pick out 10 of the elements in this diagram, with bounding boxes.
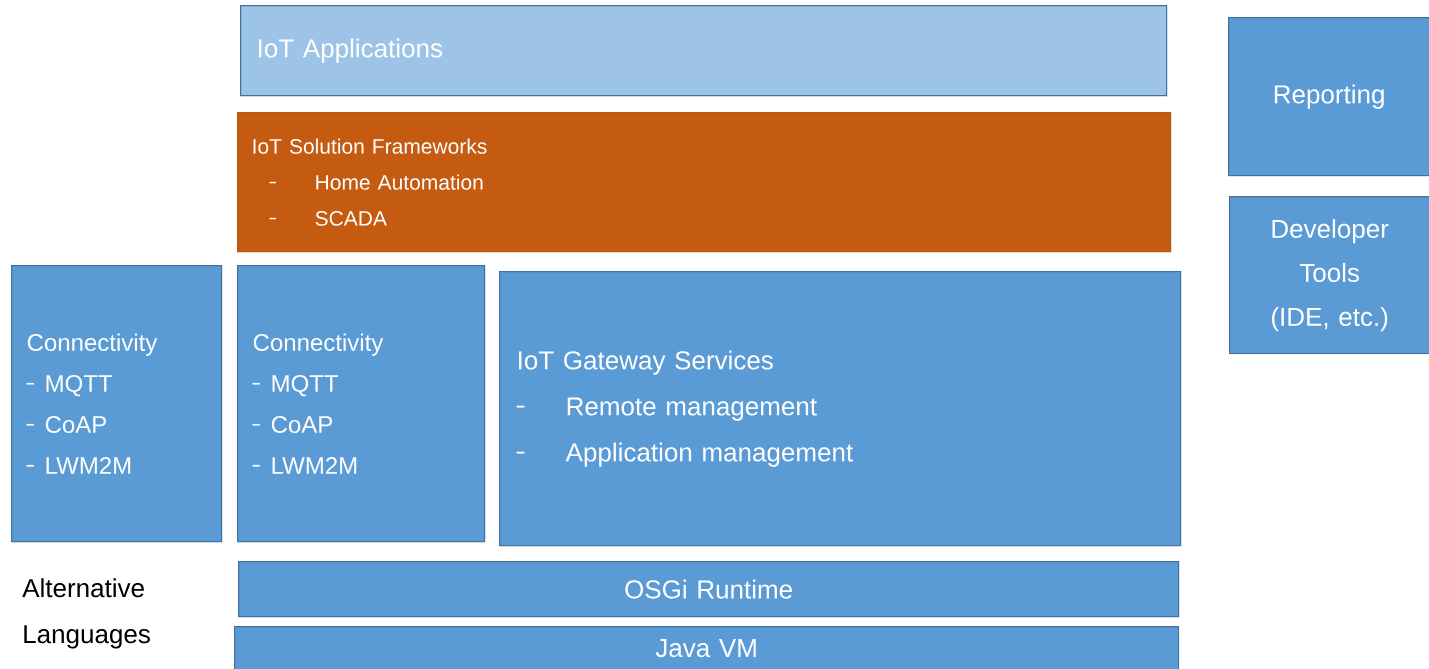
layer-box: OSGi Runtime [238, 561, 1180, 618]
layer-box: IoT Gateway Services Remote management Application management [499, 271, 1182, 547]
side-box: Reporting [1228, 17, 1429, 177]
layer-box: IoT Applications [240, 5, 1168, 97]
layer-box: Connectivity MQTT CoAP LWM2M [237, 265, 486, 543]
layer-box: Java VM [234, 626, 1180, 669]
layer-box: IoT Solution Frameworks Home Automation SCADA [237, 112, 1172, 253]
side-box: Developer Tools (IDE, etc.) [1229, 196, 1429, 355]
layer-box: Connectivity MQTT CoAP LWM2M [11, 265, 223, 543]
side-label: Alternative Languages [22, 578, 150, 649]
